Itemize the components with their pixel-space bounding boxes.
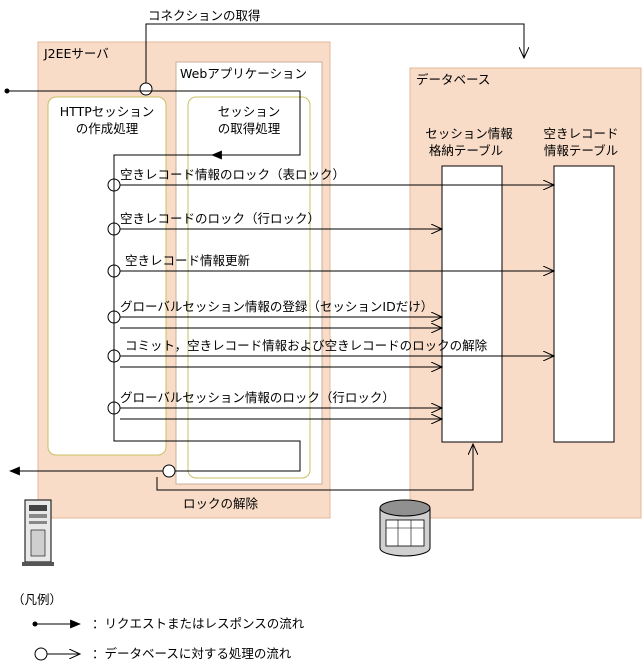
- session-get-label-2: の取得処理: [218, 121, 281, 136]
- top-label: コネクションの取得: [148, 8, 261, 23]
- step-label-5: コミット，空きレコード情報および空きレコードのロックの解除: [125, 338, 488, 353]
- table2-label-2: 情報テーブル: [544, 143, 618, 158]
- session-get-label-1: セッション: [218, 104, 281, 119]
- lock-release-node: [162, 464, 176, 478]
- step-flows: 空きレコード情報のロック（表ロック） 空きレコードのロック（行ロック） 空きレコード…: [107, 167, 554, 419]
- legend-title: （凡例）: [12, 592, 62, 607]
- connection-acquire-node: [139, 82, 153, 96]
- web-app-title: Webアプリケーション: [180, 66, 307, 81]
- step-label-4: グローバルセッション情報の登録（セッションIDだけ）: [120, 299, 433, 314]
- legend-db-text: ：データベースに対する処理の流れ: [92, 646, 292, 661]
- http-session-box: [47, 96, 167, 456]
- http-session-label-2: の作成処理: [76, 121, 139, 136]
- step-label-6: グローバルセッション情報のロック（行ロック）: [120, 390, 395, 405]
- j2ee-server-title: J2EEサーバ: [43, 46, 109, 61]
- legend-db-symbol: [34, 647, 80, 661]
- legend-request-symbol: [32, 619, 81, 629]
- step-label-2: 空きレコードのロック（行ロック）: [120, 211, 320, 226]
- client-terminal-icon: [22, 499, 54, 566]
- free-record-table: [553, 165, 615, 443]
- session-info-table: [441, 165, 503, 443]
- lock-release-label: ロックの解除: [183, 496, 259, 511]
- step-label-3: 空きレコード情報更新: [125, 253, 250, 268]
- response-line: [9, 154, 301, 476]
- table2-label-1: 空きレコード: [543, 126, 618, 141]
- http-session-label-1: HTTPセッション: [60, 104, 155, 119]
- session-get-box: [187, 96, 311, 479]
- step-label-1: 空きレコード情報のロック（表ロック）: [120, 167, 345, 182]
- table1-label-1: セッション情報: [425, 126, 513, 141]
- connection-acquire-flow: [145, 23, 524, 83]
- lock-release-flow: [156, 444, 473, 491]
- database-cylinder-icon: [379, 499, 431, 557]
- request-line: [7, 90, 301, 160]
- table1-label-2: 格納テーブル: [429, 143, 503, 158]
- legend-request-text: ：リクエストまたはレスポンスの流れ: [92, 616, 305, 631]
- database-title: データベース: [416, 72, 490, 87]
